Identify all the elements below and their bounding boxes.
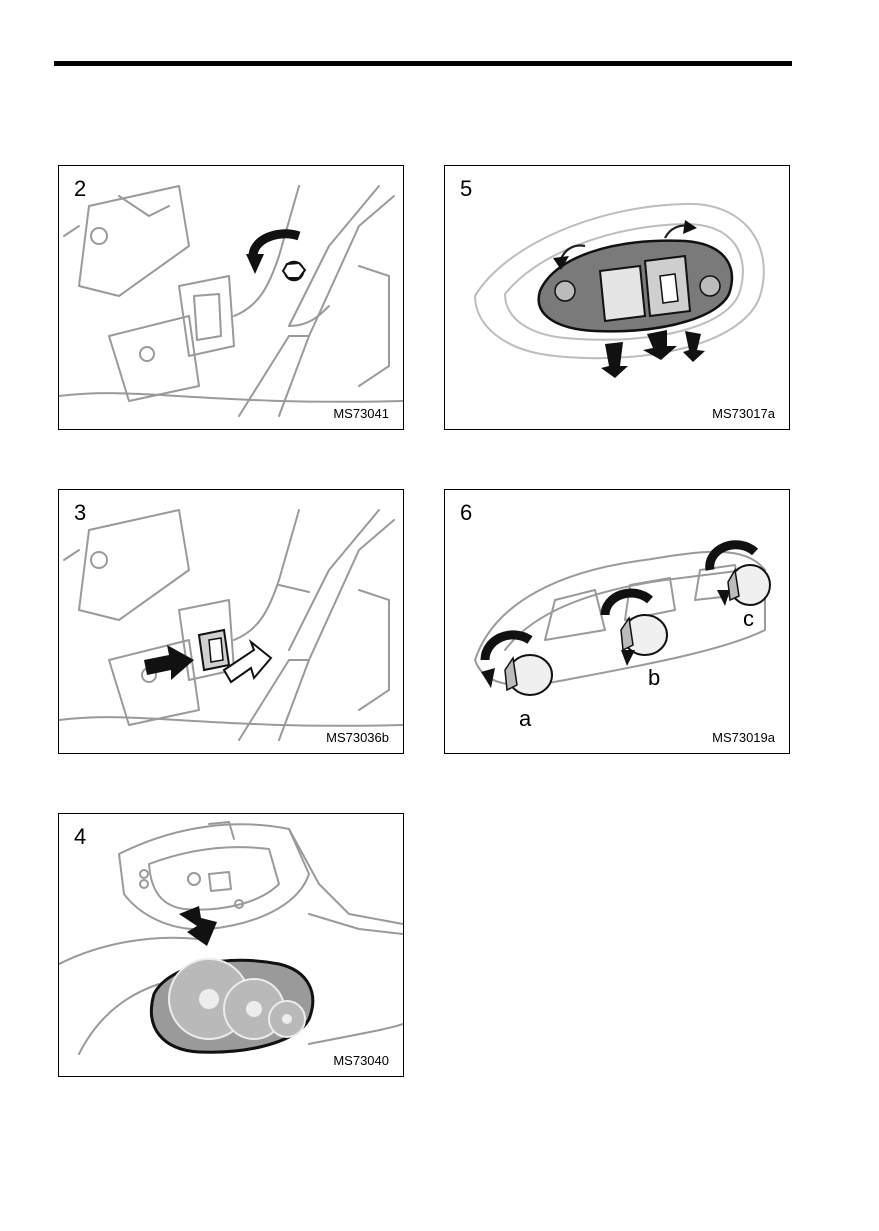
bulb-label-b: b bbox=[648, 667, 660, 689]
illustration-disconnect-connector bbox=[59, 490, 403, 753]
step-number: 5 bbox=[460, 178, 472, 200]
figure-step-6: 6 a b c MS73019a bbox=[444, 489, 790, 754]
figure-step-4: 4 MS73040 bbox=[58, 813, 404, 1077]
figure-code: MS73019a bbox=[712, 731, 775, 744]
illustration-replace-bulbs bbox=[445, 490, 789, 753]
figure-code: MS73041 bbox=[333, 407, 389, 420]
step-number: 2 bbox=[74, 178, 86, 200]
step-number: 3 bbox=[74, 502, 86, 524]
header-rule bbox=[54, 61, 792, 66]
bulb-label-c: c bbox=[743, 608, 754, 630]
figure-code: MS73017a bbox=[712, 407, 775, 420]
figure-code: MS73040 bbox=[333, 1054, 389, 1067]
illustration-remove-lamp-assembly bbox=[59, 814, 403, 1076]
step-number: 6 bbox=[460, 502, 472, 524]
figure-step-5: 5 MS73017a bbox=[444, 165, 790, 430]
figure-step-3: 3 MS73036b bbox=[58, 489, 404, 754]
illustration-lamp-housing bbox=[445, 166, 789, 429]
figure-code: MS73036b bbox=[326, 731, 389, 744]
bulb-label-a: a bbox=[519, 708, 531, 730]
step-number: 4 bbox=[74, 826, 86, 848]
illustration-remove-nut bbox=[59, 166, 403, 429]
figure-step-2: 2 MS73041 bbox=[58, 165, 404, 430]
